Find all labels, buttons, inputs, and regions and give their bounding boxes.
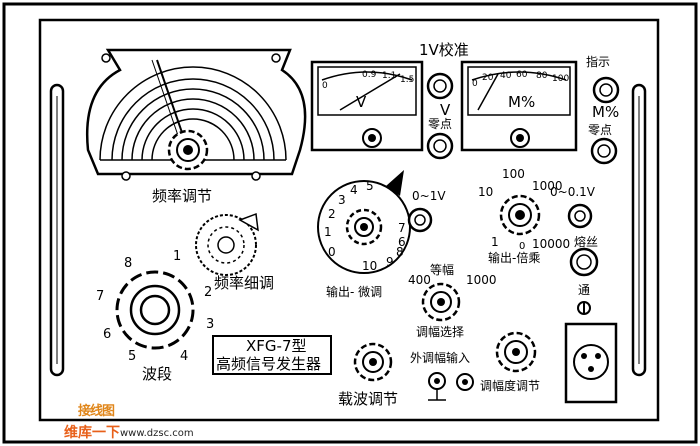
v-cal-label: 1V校准 bbox=[419, 41, 469, 59]
output-fine-label: 输出- 微调 bbox=[326, 285, 383, 299]
modulation-meter bbox=[460, 60, 578, 152]
m-zero-knob[interactable] bbox=[590, 137, 618, 165]
fuse-holder[interactable] bbox=[569, 247, 599, 277]
mod-mark-400: 400 bbox=[408, 273, 431, 287]
watermark-brand: 维库一下 bbox=[64, 425, 120, 441]
frequency-dial-window bbox=[85, 48, 307, 181]
range-01v-label: 0~0.1V bbox=[550, 185, 595, 199]
mod-select-knob[interactable] bbox=[421, 282, 461, 322]
fine-mark-7: 7 bbox=[398, 221, 406, 235]
freq-adjust-label: 频率调节 bbox=[152, 187, 213, 205]
v-zero-knob[interactable] bbox=[426, 132, 454, 160]
fuse-label: 熔丝 bbox=[574, 235, 599, 249]
band-label: 波段 bbox=[142, 365, 173, 383]
band-pos-2: 2 bbox=[204, 285, 213, 300]
model-plate bbox=[212, 335, 332, 375]
vscale-1: 0.9 bbox=[362, 70, 377, 80]
mod-depth-label: 调幅度调节 bbox=[480, 379, 541, 393]
ground-symbol bbox=[428, 389, 446, 401]
carrier-adjust-label: 载波调节 bbox=[338, 390, 399, 408]
model-line1: XFG-7型 bbox=[246, 337, 307, 355]
frequency-knob[interactable] bbox=[167, 129, 209, 171]
fine-mark-1: 1 bbox=[324, 225, 332, 239]
mod-mark-1000: 1000 bbox=[466, 273, 497, 287]
on-label: 通 bbox=[578, 283, 591, 297]
indicator-label: 指示 bbox=[586, 55, 611, 69]
multi-mark-10000: 10000 bbox=[532, 237, 571, 251]
fine-mark-4: 4 bbox=[350, 183, 358, 197]
multi-mark-1: 1 bbox=[491, 235, 499, 249]
carrier-knob[interactable] bbox=[353, 342, 393, 382]
multi-mark-1000: 1000 bbox=[532, 179, 563, 193]
v-calibrate-knob[interactable] bbox=[426, 72, 454, 100]
band-pos-7: 7 bbox=[96, 289, 105, 304]
vscale-2: 1.1 bbox=[382, 71, 397, 81]
mscale-1: 20 bbox=[482, 73, 494, 83]
band-switch-knob[interactable] bbox=[115, 270, 195, 350]
mod-depth-knob[interactable] bbox=[495, 331, 537, 373]
fine-mark-0: 0 bbox=[328, 245, 336, 259]
fine-freq-label: 频率细调 bbox=[214, 274, 275, 292]
ext-mod-input-jack-2[interactable] bbox=[456, 373, 474, 391]
output-multiplier-knob[interactable] bbox=[499, 194, 541, 236]
m-pct-label: M% bbox=[592, 103, 620, 121]
multi-mark-0: 0 bbox=[519, 241, 526, 252]
v-zero-label: 零点 bbox=[428, 117, 453, 131]
mod-meter-unit: M% bbox=[508, 93, 536, 111]
rf-output-connector[interactable] bbox=[564, 322, 618, 404]
power-switch[interactable] bbox=[577, 301, 591, 315]
watermark-title: 接线图 bbox=[78, 404, 115, 419]
indicator-knob[interactable] bbox=[592, 76, 620, 104]
vscale-3: 1.5 bbox=[400, 75, 415, 85]
fine-mark-8: 8 bbox=[396, 245, 404, 259]
mscale-4: 80 bbox=[536, 71, 548, 81]
band-pos-4: 4 bbox=[180, 349, 189, 364]
fine-mark-6: 6 bbox=[398, 235, 406, 249]
left-handle[interactable] bbox=[49, 83, 65, 377]
ext-mod-input-jack[interactable] bbox=[428, 372, 446, 390]
voltmeter bbox=[310, 60, 424, 152]
fine-mark-9: 9 bbox=[386, 255, 394, 269]
watermark-url: www.dzsc.com bbox=[120, 428, 194, 439]
right-handle[interactable] bbox=[631, 83, 647, 377]
fine-frequency-knob[interactable] bbox=[195, 212, 259, 276]
band-pos-5: 5 bbox=[128, 349, 137, 364]
inner-frame bbox=[38, 18, 660, 422]
mscale-3: 60 bbox=[516, 70, 528, 80]
watermark: 接线图 维库一下 www.dzsc.com bbox=[58, 400, 194, 444]
range-01v-jack[interactable] bbox=[567, 203, 593, 229]
mscale-2: 40 bbox=[500, 71, 512, 81]
output-fine-knob[interactable] bbox=[345, 208, 383, 246]
voltmeter-unit: V bbox=[356, 93, 367, 111]
output-multi-label: 输出-倍乘 bbox=[488, 251, 541, 265]
m-zero-label: 零点 bbox=[588, 123, 613, 137]
mscale-5: 100 bbox=[552, 74, 570, 84]
model-line2: 高频信号发生器 bbox=[216, 355, 322, 373]
equal-amp-label: 等幅 bbox=[430, 263, 455, 277]
vscale-0: 0 bbox=[322, 81, 328, 91]
fine-mark-10: 10 bbox=[362, 259, 378, 273]
v-zero-v-label: V bbox=[440, 101, 451, 119]
ext-mod-input-label: 外调幅输入 bbox=[410, 351, 471, 365]
fine-mark-5: 5 bbox=[366, 179, 374, 193]
mod-select-label: 调幅选择 bbox=[416, 325, 465, 339]
fine-mark-2: 2 bbox=[328, 207, 336, 221]
range-1v-jack[interactable] bbox=[407, 207, 433, 233]
band-pos-3: 3 bbox=[206, 317, 215, 332]
band-pos-6: 6 bbox=[103, 327, 112, 342]
multi-mark-100: 100 bbox=[502, 167, 525, 181]
range-1v-label: 0~1V bbox=[412, 189, 446, 203]
fine-mark-3: 3 bbox=[338, 193, 346, 207]
mscale-0: 0 bbox=[472, 79, 478, 89]
band-pos-1: 1 bbox=[173, 249, 182, 264]
multi-mark-10: 10 bbox=[478, 185, 494, 199]
band-pos-8: 8 bbox=[124, 256, 133, 271]
